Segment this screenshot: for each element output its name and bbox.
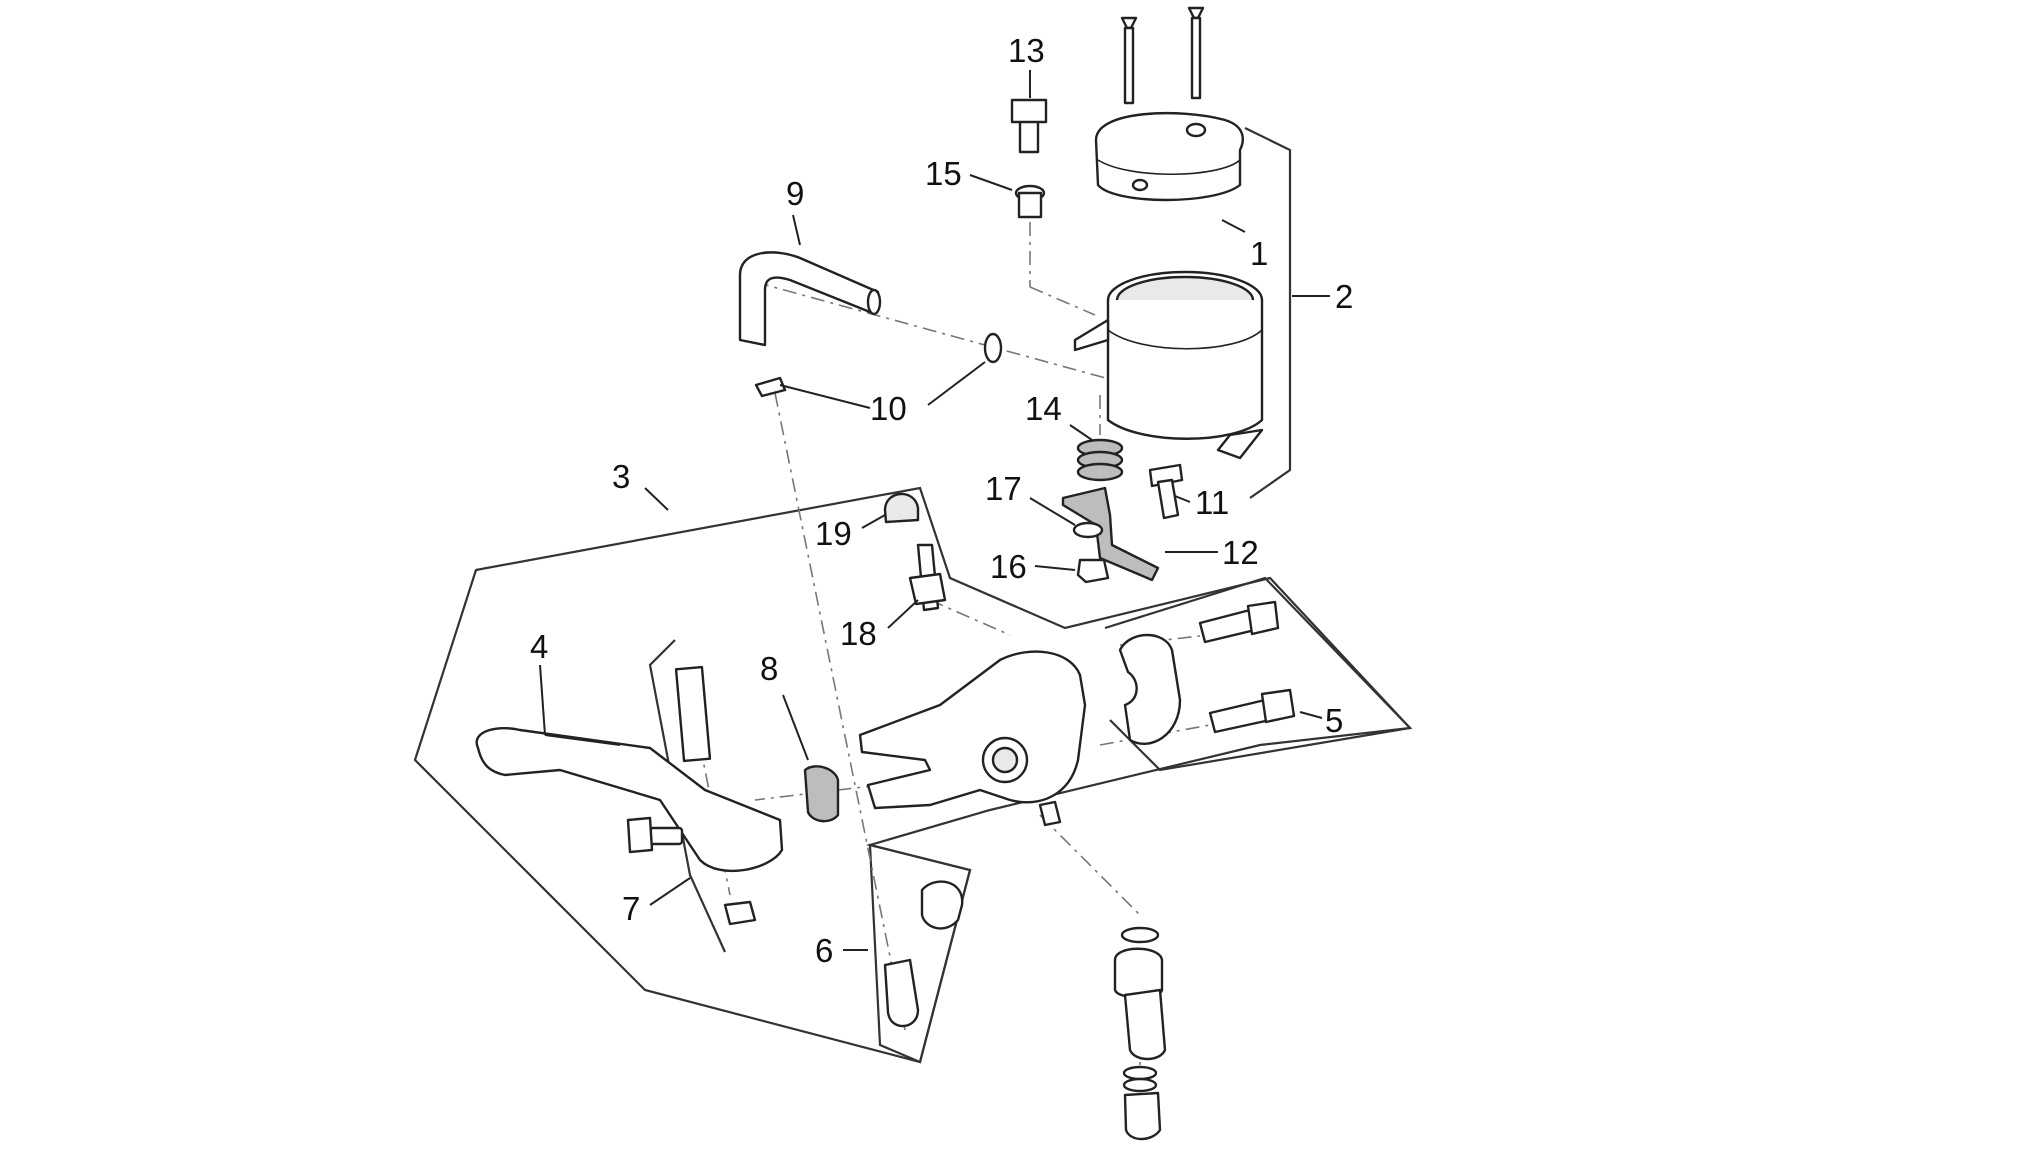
callout-18: 18 bbox=[840, 615, 877, 652]
boot-19 bbox=[883, 492, 920, 524]
bracket-12 bbox=[1061, 486, 1160, 582]
callout-14: 14 bbox=[1025, 390, 1062, 427]
callout-1: 1 bbox=[1250, 235, 1268, 272]
callout-4: 4 bbox=[530, 628, 548, 665]
leader-14 bbox=[1069, 424, 1093, 441]
banjo-assembly bbox=[1113, 926, 1167, 1141]
callout-11: 11 bbox=[1195, 484, 1229, 521]
axis-banjo bbox=[1039, 814, 1141, 916]
reservoir-body bbox=[1073, 270, 1264, 460]
frame-group-5 bbox=[1104, 576, 1413, 772]
callout-15: 15 bbox=[925, 155, 962, 192]
group-frames bbox=[413, 127, 1413, 1064]
leader-10b bbox=[927, 361, 986, 406]
fitting-6 bbox=[883, 880, 964, 1028]
pump-body bbox=[858, 650, 1087, 827]
leader-16 bbox=[1034, 565, 1076, 571]
frame-group-2 bbox=[1244, 127, 1292, 499]
axis-bleeder bbox=[929, 599, 1011, 636]
bleeder-18 bbox=[908, 543, 947, 612]
axis-hose-clamp-fitting bbox=[774, 392, 906, 1031]
boot-8 bbox=[803, 765, 840, 823]
leader-5 bbox=[1299, 711, 1323, 719]
leader-lines bbox=[539, 70, 1330, 951]
leader-19 bbox=[861, 514, 886, 529]
axis-bolt-lower bbox=[1099, 724, 1211, 746]
leader-15 bbox=[969, 174, 1013, 191]
screw-11 bbox=[1148, 463, 1184, 520]
hose-clip-10 bbox=[754, 332, 1003, 398]
callout-19: 19 bbox=[815, 515, 852, 552]
callout-7: 7 bbox=[622, 890, 640, 927]
reservoir-cap bbox=[1094, 111, 1244, 202]
washer-17 bbox=[1072, 521, 1104, 539]
vent-hose-9 bbox=[738, 251, 882, 347]
callout-13: 13 bbox=[1008, 32, 1045, 69]
reservoir-screws bbox=[1120, 6, 1205, 105]
callout-12: 12 bbox=[1222, 534, 1259, 571]
leader-8 bbox=[782, 694, 809, 761]
callout-10: 10 bbox=[870, 390, 907, 427]
leader-9 bbox=[792, 214, 801, 246]
callout-8: 8 bbox=[760, 650, 778, 687]
pin-7 bbox=[674, 665, 712, 763]
leader-17 bbox=[1029, 497, 1076, 526]
leader-10a bbox=[779, 384, 871, 409]
leader-1 bbox=[1221, 219, 1246, 233]
nut-lower bbox=[723, 900, 757, 926]
banjo-bolt-13 bbox=[1010, 98, 1048, 154]
leader-11 bbox=[1174, 495, 1191, 503]
callout-3: 3 bbox=[612, 458, 630, 495]
leader-4 bbox=[539, 664, 546, 736]
lever-4 bbox=[475, 726, 784, 873]
nut-16 bbox=[1076, 558, 1110, 584]
axis-hose-reservoir bbox=[754, 281, 1121, 383]
clamp-5 bbox=[1118, 600, 1296, 746]
frame-group-6 bbox=[868, 843, 972, 1064]
axis-washer-reservoir-2 bbox=[1029, 286, 1096, 316]
callout-17: 17 bbox=[985, 470, 1022, 507]
washer-15 bbox=[1014, 184, 1046, 219]
frame-group-3 bbox=[413, 486, 1413, 1064]
callout-2: 2 bbox=[1335, 278, 1353, 315]
callout-9: 9 bbox=[786, 175, 804, 212]
leader-3 bbox=[644, 487, 669, 511]
callout-5: 5 bbox=[1325, 702, 1343, 739]
spring-14 bbox=[1076, 438, 1124, 482]
leader-7 bbox=[649, 877, 691, 906]
leader-18 bbox=[887, 599, 919, 629]
leader-4b bbox=[544, 734, 621, 746]
callout-labels: 1 2 3 4 5 6 7 8 9 10 11 12 13 14 15 16 1… bbox=[530, 32, 1353, 969]
callout-6: 6 bbox=[815, 932, 833, 969]
callout-16: 16 bbox=[990, 548, 1027, 585]
